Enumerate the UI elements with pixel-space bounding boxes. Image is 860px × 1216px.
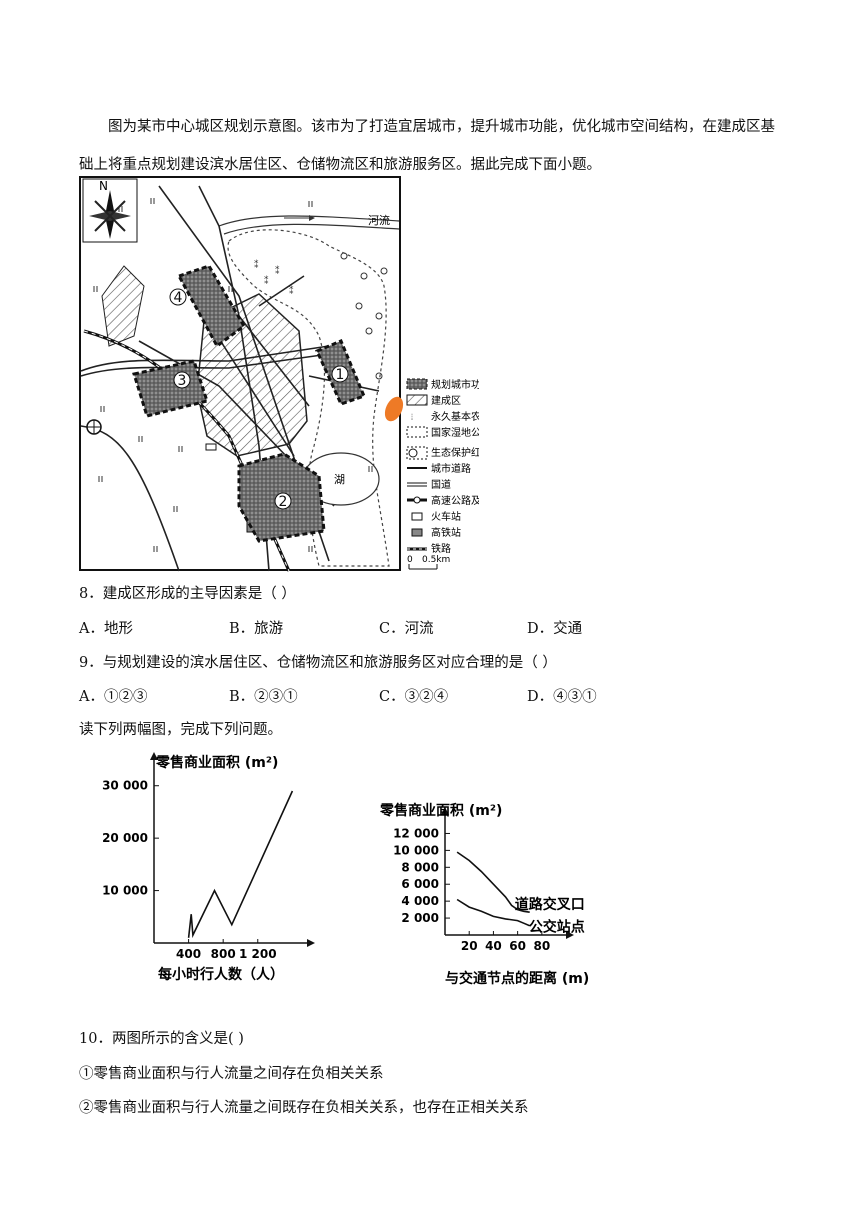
wetland-marks bbox=[340, 252, 388, 380]
q10-statement-2: ②零售商业面积与行人流量之间既存在负相关关系，也存在正相关关系 bbox=[79, 1100, 529, 1116]
scale-distance: 0.5km bbox=[422, 555, 450, 565]
legend-label-railway: 铁路 bbox=[431, 542, 451, 555]
planned-zone-4 bbox=[176, 264, 246, 349]
legend-label-planned-zone: 规划城市功能区 bbox=[431, 378, 479, 391]
y-tick-label: 6 000 bbox=[401, 877, 439, 891]
q8-option-c[interactable]: C．河流 bbox=[379, 621, 434, 637]
legend-label-built-up: 建成区 bbox=[431, 394, 461, 407]
q8-stem: 8．建成区形成的主导因素是（ ） bbox=[79, 586, 296, 602]
zone-label-2: 2 bbox=[279, 494, 288, 510]
chart-distance-vs-retail: 零售商业面积 (m²) 与交通节点的距离 (m) 20 40 60 80 2 000 4 00… bbox=[379, 802, 589, 987]
wetland-boundary bbox=[227, 229, 390, 567]
train-station-icon bbox=[205, 443, 217, 451]
x-tick-label: 20 bbox=[461, 939, 478, 953]
y-tick-label: 20 000 bbox=[102, 831, 148, 845]
river bbox=[218, 215, 400, 227]
y-tick-label: 8 000 bbox=[401, 860, 439, 874]
y-tick-label: 10 000 bbox=[393, 843, 439, 857]
zone-label-4: 4 bbox=[174, 290, 183, 306]
y-axis-title: 零售商业面积 (m²) bbox=[379, 802, 502, 819]
x-tick-label: 80 bbox=[533, 939, 550, 953]
x-axis-arrow-icon bbox=[566, 931, 574, 939]
north-arrow-icon bbox=[82, 178, 138, 243]
map-legend: ⦙ 规划城市功能区 建成区 永久基本农田 国家湿地公园 生态保护红线范围 城市道… bbox=[406, 378, 479, 570]
lake-label: 湖 bbox=[334, 473, 345, 486]
q9-option-d[interactable]: D．④③① bbox=[527, 689, 597, 705]
q9-option-b[interactable]: B．②③① bbox=[229, 689, 298, 705]
x-axis-arrow-icon bbox=[307, 939, 315, 947]
svg-text:⁑: ⁑ bbox=[254, 259, 259, 271]
svg-text:⁑: ⁑ bbox=[264, 275, 269, 287]
y-tick-label: 30 000 bbox=[102, 779, 148, 793]
legend-label-eco-redline: 生态保护红线范围 bbox=[431, 446, 479, 459]
river-label: 河流 bbox=[368, 213, 390, 227]
y-tick-label: 10 000 bbox=[102, 884, 148, 898]
zone-label-3: 3 bbox=[178, 373, 187, 389]
highway-exit-icon bbox=[86, 419, 102, 435]
svg-text:⦙: ⦙ bbox=[411, 413, 413, 423]
series-label-1: 公交站点 bbox=[529, 919, 585, 936]
legend-label-city-road: 城市道路 bbox=[431, 462, 471, 475]
zone-label-1: 1 bbox=[336, 367, 345, 383]
intro-paragraph: 图为某市中心城区规划示意图。该市为了打造宜居城市，提升城市功能，优化城市空间结构… bbox=[79, 119, 775, 173]
x-tick-label: 60 bbox=[509, 939, 526, 953]
y-tick-label: 4 000 bbox=[401, 894, 439, 908]
y-axis-title: 零售商业面积 (m²) bbox=[155, 754, 278, 771]
q8-option-d[interactable]: D．交通 bbox=[527, 621, 583, 637]
farmland-marks bbox=[93, 198, 373, 552]
x-tick-label: 40 bbox=[485, 939, 502, 953]
x-tick-label: 800 bbox=[211, 947, 236, 961]
legend-label-train-station: 火车站 bbox=[431, 510, 461, 523]
y-tick-label: 12 000 bbox=[393, 826, 439, 840]
legend-label-wetland-park: 国家湿地公园 bbox=[431, 426, 479, 439]
city-planning-map: N 河流 湖 4 3 bbox=[79, 176, 479, 572]
svg-text:⁑: ⁑ bbox=[289, 285, 294, 297]
q9-option-a[interactable]: A．①②③ bbox=[79, 689, 148, 705]
q10-stem: 10．两图所示的含义是( ) bbox=[79, 1031, 244, 1047]
q9-option-c[interactable]: C．③②④ bbox=[379, 689, 449, 705]
q9-stem: 9．与规划建设的滨水居住区、仓储物流区和旅游服务区对应合理的是（ ） bbox=[79, 655, 557, 671]
q10-statement-1: ①零售商业面积与行人流量之间存在负相关关系 bbox=[79, 1066, 384, 1082]
q8-option-a[interactable]: A．地形 bbox=[79, 621, 133, 637]
x-axis-title: 每小时行人数（人） bbox=[158, 966, 284, 983]
series-line-0 bbox=[456, 851, 530, 913]
x-axis-title: 与交通节点的距离 (m) bbox=[445, 970, 589, 987]
north-label: N bbox=[99, 179, 108, 193]
legend-label-hsr-station: 高铁站 bbox=[431, 526, 461, 539]
series-label-0: 道路交叉口 bbox=[515, 896, 585, 913]
q9-options: A．①②③ B．②③① C．③②④ D．④③① bbox=[79, 685, 779, 709]
legend-label-farmland: 永久基本农田 bbox=[431, 410, 479, 423]
svg-text:⁑: ⁑ bbox=[275, 265, 280, 277]
q8-option-b[interactable]: B．旅游 bbox=[229, 621, 284, 637]
planned-zone-3 bbox=[132, 359, 209, 418]
series-line-1 bbox=[456, 898, 531, 927]
series-line-0 bbox=[187, 790, 294, 939]
legend-label-national-road: 国道 bbox=[431, 478, 451, 491]
y-axis-arrow-icon bbox=[150, 752, 158, 760]
y-axis-arrow-icon bbox=[441, 807, 449, 815]
read-intro: 读下列两幅图，完成下列问题。 bbox=[79, 722, 282, 738]
scale-zero: 0 bbox=[407, 555, 413, 565]
q8-options: A．地形 B．旅游 C．河流 D．交通 bbox=[79, 617, 779, 641]
x-tick-label: 1 200 bbox=[239, 947, 277, 961]
y-tick-label: 2 000 bbox=[401, 911, 439, 925]
x-tick-label: 400 bbox=[176, 947, 201, 961]
highlight-marker bbox=[384, 396, 404, 422]
legend-label-highway: 高速公路及出入口 bbox=[431, 494, 479, 507]
